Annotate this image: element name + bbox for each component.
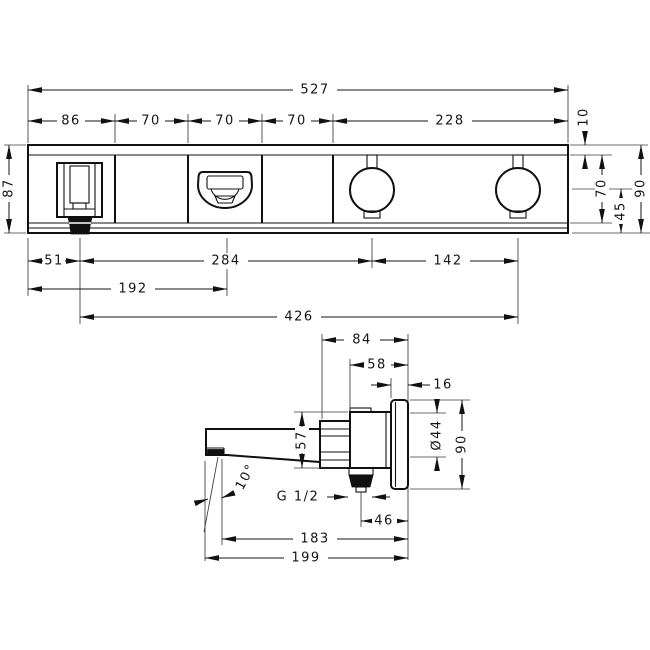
- dim-depth-total: 84: [322, 332, 408, 348]
- dim-bottom-row1: 51 284 142: [28, 253, 518, 269]
- dim-reach-total-label: 199: [291, 551, 320, 566]
- dim-knob-spacing-label: 142: [433, 254, 462, 269]
- dim-inner-height-label: 70: [595, 178, 610, 198]
- dim-axis-height: 45: [614, 189, 629, 233]
- panel-front-view: 527 86 70 70 70 228 10: [2, 82, 650, 325]
- wall-plate: [390, 399, 409, 490]
- dim-depth-body-label: 58: [367, 358, 387, 373]
- dim-reach-outlet: 183: [222, 531, 408, 547]
- dim-top-rail: 10: [577, 107, 592, 169]
- dim-seg2-label: 70: [141, 114, 161, 129]
- dim-seg5-label: 228: [435, 114, 464, 129]
- dim-inner-height: 70: [595, 155, 610, 223]
- dim-spout-offset-label: 51: [44, 254, 64, 269]
- dim-top-rail-label: 10: [577, 107, 592, 127]
- spout-body: [349, 407, 392, 469]
- dim-body-height: 57: [295, 412, 310, 468]
- knob-right: [495, 154, 541, 219]
- panel-outline: [27, 144, 569, 234]
- spout-nozzle: [67, 216, 93, 235]
- aerator-outlet: [207, 449, 224, 455]
- dim-diameter: Ø44: [429, 399, 445, 471]
- selector-handle: [196, 171, 254, 209]
- dim-total-width-label: 527: [300, 83, 329, 98]
- dim-spout-knob2-label: 426: [284, 310, 313, 325]
- drain-pipe: [348, 467, 374, 493]
- dim-spout-knob1-label: 284: [211, 254, 240, 269]
- dim-drain-offset: 46: [361, 513, 408, 529]
- dim-seg4-label: 70: [287, 114, 307, 129]
- dim-right-height-label: 90: [634, 178, 649, 198]
- dim-depth-total-label: 84: [352, 333, 372, 348]
- angle-callout: 10°: [193, 456, 259, 533]
- dim-total-width: 527: [28, 82, 568, 98]
- dim-reach-total: 199: [205, 550, 408, 566]
- dim-plate-height-label: 90: [455, 434, 470, 454]
- dim-seg1-label: 86: [61, 114, 81, 129]
- thread-callout: G 1/2: [277, 490, 390, 505]
- dim-plate-height: 90: [455, 400, 470, 489]
- dim-diameter-label: Ø44: [430, 419, 445, 450]
- dim-reach-outlet-label: 183: [300, 532, 329, 547]
- angle-label: 10°: [233, 461, 259, 492]
- dim-plate-depth-label: 16: [433, 378, 453, 393]
- thread-label: G 1/2: [277, 490, 320, 505]
- dim-bottom-row3: 426: [80, 309, 518, 325]
- dim-left-height: 87: [2, 145, 17, 233]
- spout-side-view: 84 58 16 57 Ø44 90: [193, 332, 470, 566]
- dim-segments: 86 70 70 70 228: [28, 113, 568, 129]
- knob-left: [349, 154, 395, 219]
- hex-connector: [319, 420, 351, 469]
- dim-right-height: 90: [634, 145, 649, 233]
- dim-plate-depth: 16: [371, 378, 453, 393]
- dim-body-height-label: 57: [295, 430, 310, 450]
- dim-depth-body: 58: [350, 357, 408, 373]
- dim-drain-offset-label: 46: [374, 514, 394, 529]
- dim-axis-height-label: 45: [614, 201, 629, 221]
- dim-edge-selector-label: 192: [118, 282, 147, 297]
- spout-handle: [56, 162, 103, 235]
- dim-left-height-label: 87: [2, 178, 17, 198]
- dim-bottom-row2: 192: [28, 281, 227, 297]
- dim-seg3-label: 70: [215, 114, 235, 129]
